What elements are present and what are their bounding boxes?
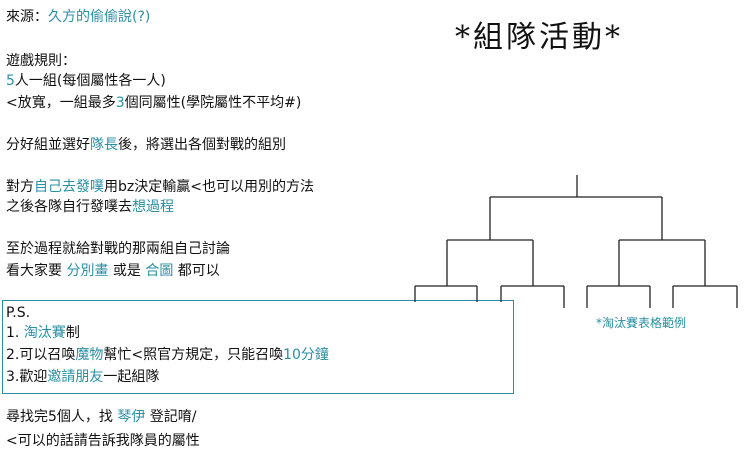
step-2a-pre: 對方	[6, 179, 34, 195]
step-3b-post: 都可以	[173, 263, 220, 279]
step-3b-pre: 看大家要	[6, 263, 67, 279]
ps-item-3-pre: 3.歡迎	[6, 369, 48, 385]
ps-item-2-hl1: 魔物	[75, 347, 104, 363]
ps-item-2-pre: 2.可以召喚	[6, 347, 76, 363]
ps-item-1: 1. 淘汰賽制	[6, 324, 80, 342]
step-2a: 對方自己去發噗用bz決定輸贏<也可以用別的方法	[6, 178, 314, 196]
ps-item-1-hl: 淘汰賽	[23, 325, 66, 341]
footer-a-pre: 尋找完5個人，找	[6, 409, 118, 425]
ps-label: P.S.	[6, 305, 31, 321]
footer-b: <可以的話請告訴我隊員的屬性	[6, 433, 200, 449]
footer-a-post: 登記唷/	[145, 409, 197, 425]
rule-2-post: 個同屬性(學院屬性不平均#)	[124, 95, 302, 111]
step-3b-hl1: 分別畫	[66, 263, 109, 279]
ps-box	[2, 300, 514, 394]
step-2b: 之後各隊自行發噗去想過程	[6, 198, 174, 216]
rule-1-text: 人一組(每個屬性各一人)	[14, 73, 166, 89]
rule-2-num: 3	[115, 95, 125, 111]
ps-item-3-post: 一起組隊	[103, 369, 160, 385]
rule-2-pre: <放寬，一組最多	[6, 95, 116, 111]
step-3a: 至於過程就給對戰的那兩組自己討論	[6, 241, 230, 257]
step-1-hl: 隊長	[90, 137, 118, 153]
step-1-pre: 分好組並選好	[6, 137, 90, 153]
rule-1-num: 5	[6, 73, 15, 89]
source-label: 來源：	[6, 9, 48, 25]
page-title: *組隊活動*	[455, 20, 623, 55]
rules-heading: 遊戲規則：	[6, 53, 76, 69]
bracket-lines	[414, 175, 738, 308]
ps-item-2-mid: 幫忙<照官方規定，只能召喚	[103, 347, 284, 363]
bracket-level-2-drops	[446, 240, 706, 286]
step-2a-post: 用bz決定輸贏<也可以用別的方法	[104, 179, 314, 195]
source-line: 來源：久方的偷偷說(?)	[6, 8, 150, 26]
step-1: 分好組並選好隊長後，將選出各個對戰的組別	[6, 136, 286, 154]
footer-a-hl: 琴伊	[117, 409, 146, 425]
ps-item-1-pre: 1.	[6, 325, 24, 341]
source-value: 久方的偷偷說(?)	[48, 9, 151, 25]
ps-item-2: 2.可以召喚魔物幫忙<照官方規定，只能召喚10分鐘	[6, 346, 329, 364]
ps-item-3-hl: 邀請朋友	[47, 369, 104, 385]
step-2a-hl: 自己去發噗	[34, 179, 104, 195]
ps-item-1-post: 制	[65, 325, 80, 341]
step-1-post: 後，將選出各個對戰的組別	[118, 137, 286, 153]
rule-2: <放寬，一組最多3個同屬性(學院屬性不平均#)	[6, 94, 301, 112]
footer-a: 尋找完5個人，找 琴伊 登記唷/	[6, 408, 197, 426]
bracket-caption: *淘汰賽表格範例	[596, 316, 687, 330]
ps-item-3: 3.歡迎邀請朋友一起組隊	[6, 368, 159, 386]
step-3b-hl2: 合圖	[145, 263, 174, 279]
step-3b-mid: 或是	[108, 263, 146, 279]
ps-item-2-hl2: 10分鐘	[283, 347, 329, 363]
step-2b-hl: 想過程	[132, 199, 174, 215]
step-2b-pre: 之後各隊自行發噗去	[6, 199, 132, 215]
rule-1: 5人一組(每個屬性各一人)	[6, 72, 166, 90]
step-3b: 看大家要 分別畫 或是 合圖 都可以	[6, 262, 220, 280]
bracket-level-1-drops	[489, 197, 663, 240]
bracket-leaves	[414, 286, 738, 308]
